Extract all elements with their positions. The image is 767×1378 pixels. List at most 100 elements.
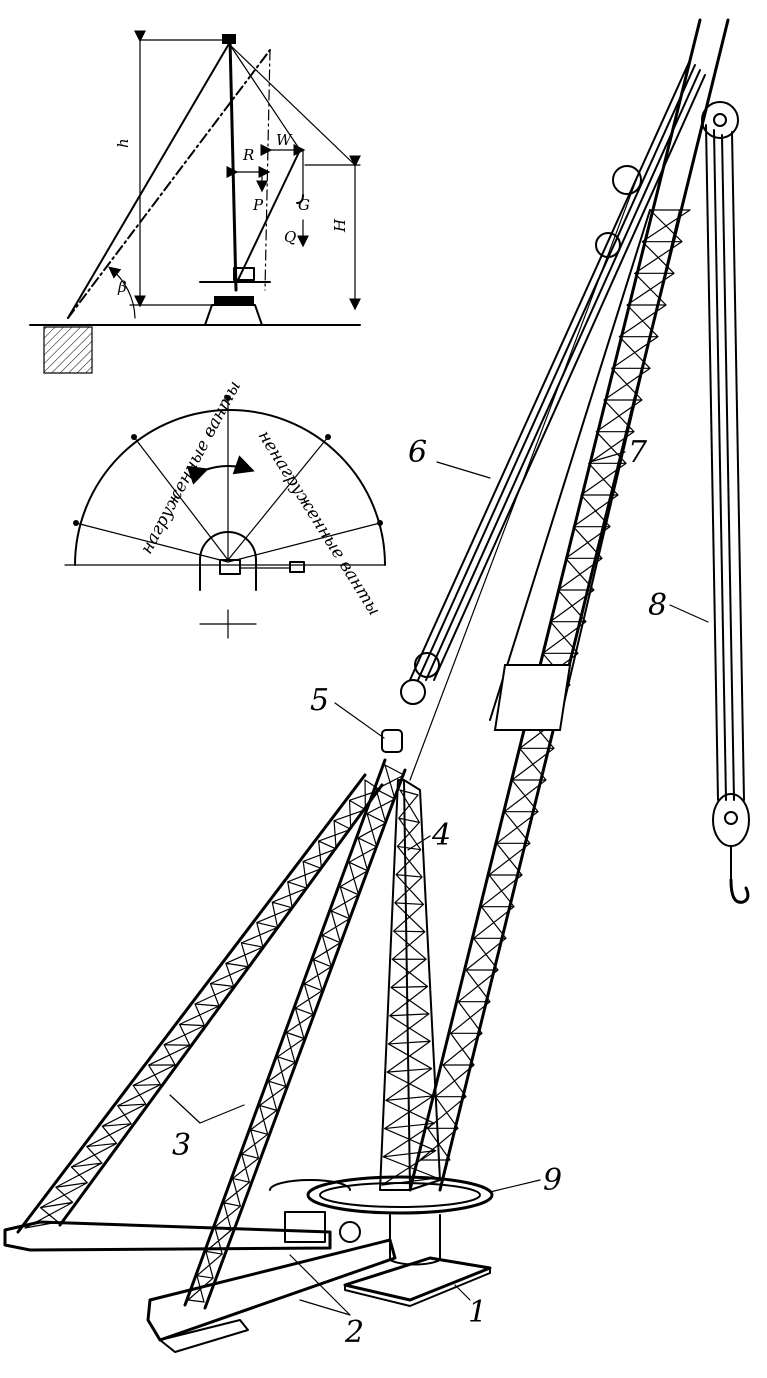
leader-7 — [589, 451, 626, 463]
tackle-rope-4 — [731, 131, 745, 801]
plan-hook-pos — [289, 561, 305, 573]
head-sheave-hub — [713, 113, 727, 127]
scheme-base — [204, 304, 263, 326]
scheme-boom — [237, 149, 301, 281]
plan-guy-r1 — [227, 436, 329, 561]
plan-anchor-3 — [325, 434, 331, 440]
boom-inner-left — [489, 209, 651, 721]
mast-lattice — [381, 789, 438, 1186]
strut-right-inner — [203, 768, 407, 1310]
label-G: G — [298, 196, 310, 214]
lower-pulley-a — [414, 652, 440, 678]
scheme-mast-head — [222, 34, 236, 44]
tackle-rope-2 — [713, 129, 727, 801]
label-3: 3 — [172, 1128, 191, 1163]
label-Q: Q — [284, 228, 296, 246]
leader-5 — [334, 702, 385, 739]
base-beam-left — [3, 1220, 332, 1252]
leader-3a — [169, 1094, 201, 1124]
plan-arc — [74, 409, 386, 566]
tackle-rope-3 — [721, 134, 735, 801]
label-h: h — [114, 138, 132, 148]
plan-anchor-2 — [225, 395, 231, 401]
label-H: H — [331, 218, 349, 233]
slew-arrow — [186, 455, 255, 485]
base-frame-2 — [3, 1220, 397, 1353]
scheme-mast — [228, 38, 238, 292]
lower-block-5 — [381, 729, 403, 753]
label-5: 5 — [310, 683, 329, 718]
plan-guy-l1 — [133, 436, 229, 561]
plan-mast-base — [219, 559, 241, 575]
scheme-slew — [214, 296, 254, 306]
base-foot — [159, 1319, 249, 1353]
strut-left-inner — [58, 783, 384, 1227]
lower-pulley-b — [400, 679, 426, 705]
rope-d — [433, 74, 706, 681]
winch-drum — [339, 1221, 361, 1243]
plan-guy-r2 — [227, 522, 381, 563]
leader-2a — [289, 1254, 351, 1316]
strut-left-outer — [16, 773, 367, 1234]
leader-9 — [489, 1179, 541, 1193]
leader-8 — [669, 604, 709, 623]
slew-ring-back — [269, 1179, 351, 1191]
slew-ring-outer — [306, 1175, 494, 1215]
tackle-rope-1 — [705, 124, 719, 801]
boom-7 — [408, 18, 730, 1192]
rope-e — [409, 169, 641, 781]
label-beta: β — [117, 278, 127, 296]
label-1: 1 — [468, 1295, 487, 1330]
hook-tackle-8 — [701, 101, 750, 904]
strut-left-lattice — [24, 779, 381, 1229]
slewing-ring-9 — [269, 1175, 494, 1266]
label-unloaded-guys: ненагруженные ванты — [254, 427, 384, 619]
hook-block-hub — [724, 811, 738, 825]
plan-anchor-4 — [73, 520, 79, 526]
mast-side — [403, 779, 441, 1191]
leader-3b — [199, 1104, 245, 1124]
base-beam-front — [146, 1238, 397, 1342]
side-scheme: h H R W P G Q β — [29, 30, 361, 374]
head-sheave — [701, 101, 739, 139]
label-4: 4 — [431, 818, 451, 853]
hook-icon — [729, 878, 750, 904]
scheme-boom-axis — [67, 49, 271, 319]
mid-pulley — [595, 232, 621, 258]
plan-anchor-1 — [131, 434, 137, 440]
label-P: P — [252, 196, 264, 214]
hook-block — [712, 793, 750, 847]
strut-right-outer — [183, 758, 387, 1307]
slew-ring-inner — [319, 1182, 481, 1208]
leader-4 — [407, 835, 431, 851]
scheme-boom-tackle — [229, 44, 301, 151]
angle-beta-arc — [108, 266, 136, 319]
rope-a — [409, 59, 691, 681]
pivot-pedestal — [389, 1214, 441, 1266]
strut-right-lattice — [187, 764, 405, 1303]
scheme-winch — [233, 267, 255, 281]
plan-anchor-5 — [377, 520, 383, 526]
leader-6 — [436, 461, 491, 479]
leader-1 — [454, 1284, 471, 1301]
struts-3 — [16, 758, 407, 1310]
label-R: R — [242, 146, 254, 164]
leader-2b — [299, 1299, 351, 1316]
plan-scheme: нагруженные ванты ненагруженные ванты — [64, 378, 386, 639]
plan-guy-l2 — [75, 522, 229, 563]
scheme-hook — [296, 194, 304, 204]
top-block-pulley — [612, 165, 642, 195]
label-8: 8 — [648, 588, 667, 623]
winch-box — [284, 1211, 326, 1243]
boom-inner-right — [559, 209, 681, 721]
label-9: 9 — [543, 1163, 562, 1198]
label-2: 2 — [344, 1315, 364, 1350]
crane-main: 6 7 8 5 4 3 2 1 9 — [3, 18, 750, 1353]
scheme-vertical-axis — [264, 49, 271, 291]
label-loaded-guys: нагруженные ванты — [137, 378, 245, 558]
label-W: W — [276, 131, 293, 149]
boom-chord-left — [408, 18, 702, 1192]
base-plate-edge — [344, 1267, 491, 1307]
